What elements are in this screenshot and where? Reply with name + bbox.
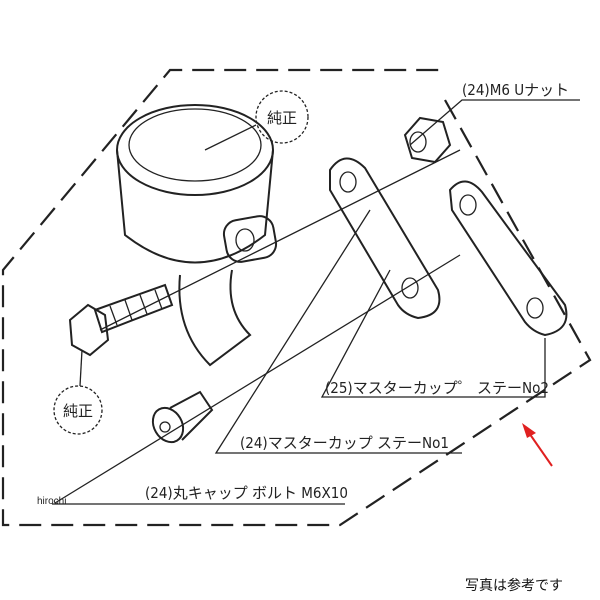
cap-bolt	[151, 390, 214, 444]
master-cup-stay-no1	[329, 157, 441, 320]
kit-boundary	[1, 68, 592, 527]
bolt-axis-line	[99, 149, 461, 331]
highlight-arrow-icon	[522, 423, 553, 467]
svg-text:純正: 純正	[63, 402, 93, 420]
reservoir-cup	[116, 104, 278, 367]
genuine-marker-top: 純正	[204, 90, 309, 151]
svg-text:純正: 純正	[267, 109, 297, 127]
cap-bolt-axis-line	[54, 254, 461, 504]
nut-label: (24)M6 Uナット	[462, 81, 569, 99]
genuine-marker-left: 純正	[53, 349, 103, 435]
nut-leader	[409, 99, 580, 146]
stay-no2-leader	[320, 269, 546, 398]
stay-no1-label: (24)マスターカップ ステーNo1	[240, 434, 449, 452]
master-cup-stay-no2	[448, 180, 568, 337]
stay-no2-label: (25)マスターカップ゜ ステーNo2	[325, 379, 549, 397]
watermark: hirochi	[37, 496, 67, 507]
m6-nut	[403, 116, 452, 164]
cap-bolt-label: (24)丸キャップ ボルト M6X10	[145, 484, 348, 502]
reference-photo-note: 写真は参考です	[465, 578, 563, 594]
stay-no1-leader	[214, 209, 462, 454]
banjo-bolt	[68, 283, 174, 357]
